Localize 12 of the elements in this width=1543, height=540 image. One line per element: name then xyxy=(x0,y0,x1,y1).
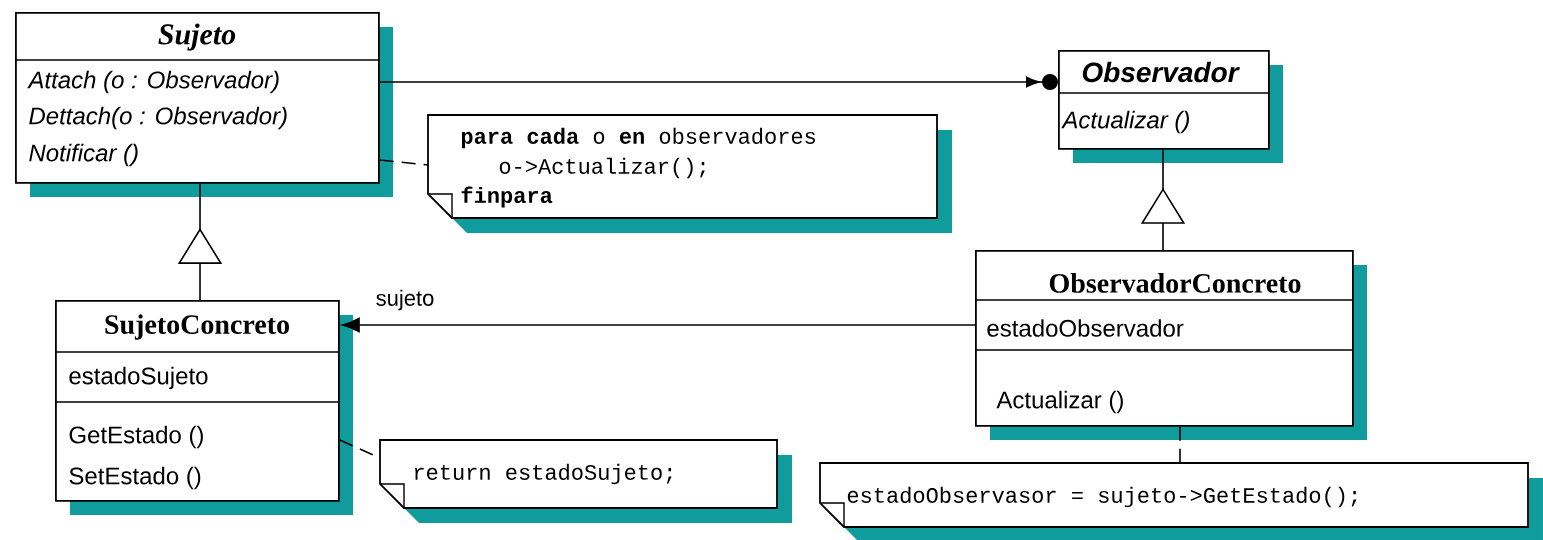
note-box: return estadoSujeto; xyxy=(379,439,792,523)
class-box: Sujeto Attach (o : Observador) Dettach(o : Observador) Notificar () xyxy=(14,12,393,197)
note-box: para cada o en observadores o->Actualizar(); finpara xyxy=(427,114,952,233)
edge-label: sujeto xyxy=(373,287,437,313)
class-box: ObservadorConcreto estadoObservador Actualizar () xyxy=(974,250,1367,440)
association-arrow xyxy=(342,317,976,333)
note-link xyxy=(1179,426,1181,464)
association-arrow xyxy=(379,74,1058,90)
note-box: estadoObservasor = sujeto->GetEstado(); xyxy=(819,462,1543,540)
class-box: SujetoConcreto estadoSujeto GetEstado () SetEstado () xyxy=(54,300,353,515)
class-box: Observador Actualizar () xyxy=(1057,50,1283,163)
note-link xyxy=(379,159,429,166)
